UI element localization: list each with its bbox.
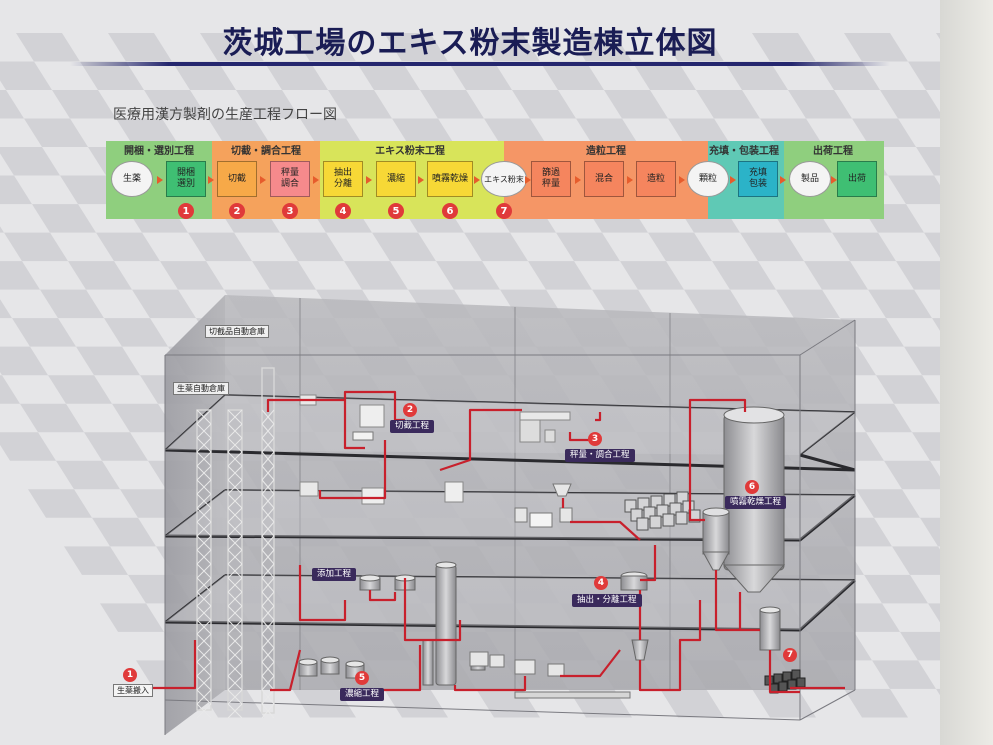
process-label-concentration: 濃縮工程 xyxy=(340,688,385,701)
flow-arrow xyxy=(730,176,736,184)
step-number-badge: 6 xyxy=(442,203,458,219)
flow-arrow xyxy=(831,176,837,184)
process-label-extraction: 抽出・分離工程 xyxy=(572,594,642,607)
flow-arrow xyxy=(418,176,424,184)
step-number-badge: 2 xyxy=(229,203,245,219)
flow-arrow xyxy=(157,176,163,184)
process-number-4: 4 xyxy=(594,576,608,590)
stage-label: 開梱・選別工程 xyxy=(124,146,194,157)
flow-arrow xyxy=(474,176,480,184)
building-3d-diagram xyxy=(150,295,857,735)
stage-label: 切截・調合工程 xyxy=(231,146,301,157)
poster-panel: 茨城工場のエキス粉末製造棟立体図 医療用漢方製剤の生産工程フロー図 開梱・選別工… xyxy=(0,0,940,745)
flow-node-zoryu: 造粒 xyxy=(636,161,676,197)
stage-label: エキス粉末工程 xyxy=(375,146,445,157)
label-herb-intake: 生薬搬入 xyxy=(113,684,153,697)
flow-node-sessai: 切截 xyxy=(217,161,257,197)
process-number-7: 7 xyxy=(783,648,797,662)
process-label-additive: 添加工程 xyxy=(312,568,357,581)
floor-planes xyxy=(165,395,855,630)
process-number-1: 1 xyxy=(123,668,137,682)
step-number-badge: 4 xyxy=(335,203,351,219)
flow-arrow xyxy=(575,176,581,184)
flow-node-kaikon: 開梱 選別 xyxy=(166,161,206,197)
stage-label: 出荷工程 xyxy=(813,146,853,157)
flow-node-shipping: 出荷 xyxy=(837,161,877,197)
flow-node-shoyaku: 生薬 xyxy=(111,161,153,197)
label-herb-warehouse: 生薬自動倉庫 xyxy=(173,382,229,395)
flow-arrow xyxy=(627,176,633,184)
stage-label: 充填・包装工程 xyxy=(709,146,779,157)
flow-arrow xyxy=(313,176,319,184)
flow-node-granule: 顆粒 xyxy=(687,161,729,197)
process-label-spray-drying: 噴霧乾燥工程 xyxy=(725,496,787,509)
process-label-cutting: 切截工程 xyxy=(390,420,435,433)
flow-node-jutten: 充填 包装 xyxy=(738,161,778,197)
rack-truss xyxy=(196,409,275,719)
flow-heading: 医療用漢方製剤の生産工程フロー図 xyxy=(113,107,337,123)
process-flow-diagram: 開梱・選別工程 切截・調合工程 エキス粉末工程 造粒工程 充填・包装工程 出荷工… xyxy=(106,141,884,219)
building-frame xyxy=(164,319,856,735)
process-number-6: 6 xyxy=(745,480,759,494)
process-label-weighing: 秤量・調合工程 xyxy=(565,449,635,462)
flow-arrow xyxy=(260,176,266,184)
step-number-badge: 1 xyxy=(178,203,194,219)
process-number-3: 3 xyxy=(588,432,602,446)
flow-node-funmu: 噴霧乾燥 xyxy=(427,161,473,197)
label-cut-warehouse: 切截品自動倉庫 xyxy=(205,325,269,338)
stage-label: 造粒工程 xyxy=(586,146,626,157)
flow-arrow xyxy=(679,176,685,184)
title-underline xyxy=(70,62,890,66)
step-number-badge: 3 xyxy=(282,203,298,219)
wall-background xyxy=(940,0,993,745)
poster-title: 茨城工場のエキス粉末製造棟立体図 xyxy=(222,26,718,61)
flow-arrow xyxy=(366,176,372,184)
flow-arrow xyxy=(208,176,214,184)
flow-arrow xyxy=(780,176,786,184)
herb-warehouse-rack xyxy=(196,367,275,714)
step-number-badge: 7 xyxy=(496,203,512,219)
flow-node-hyoryo: 秤量 調合 xyxy=(270,161,310,197)
flow-node-kaka: 篩過 秤量 xyxy=(531,161,571,197)
process-number-2: 2 xyxy=(403,403,417,417)
flow-arrow xyxy=(525,176,531,184)
step-number-badge: 5 xyxy=(388,203,404,219)
flow-node-chushutsu: 抽出 分離 xyxy=(323,161,363,197)
process-number-5: 5 xyxy=(355,671,369,685)
flow-node-noshuku: 濃縮 xyxy=(376,161,416,197)
flow-node-kongo: 混合 xyxy=(584,161,624,197)
flow-node-product: 製品 xyxy=(789,161,831,197)
flow-node-extract-powder: エキス粉末 xyxy=(481,161,527,197)
